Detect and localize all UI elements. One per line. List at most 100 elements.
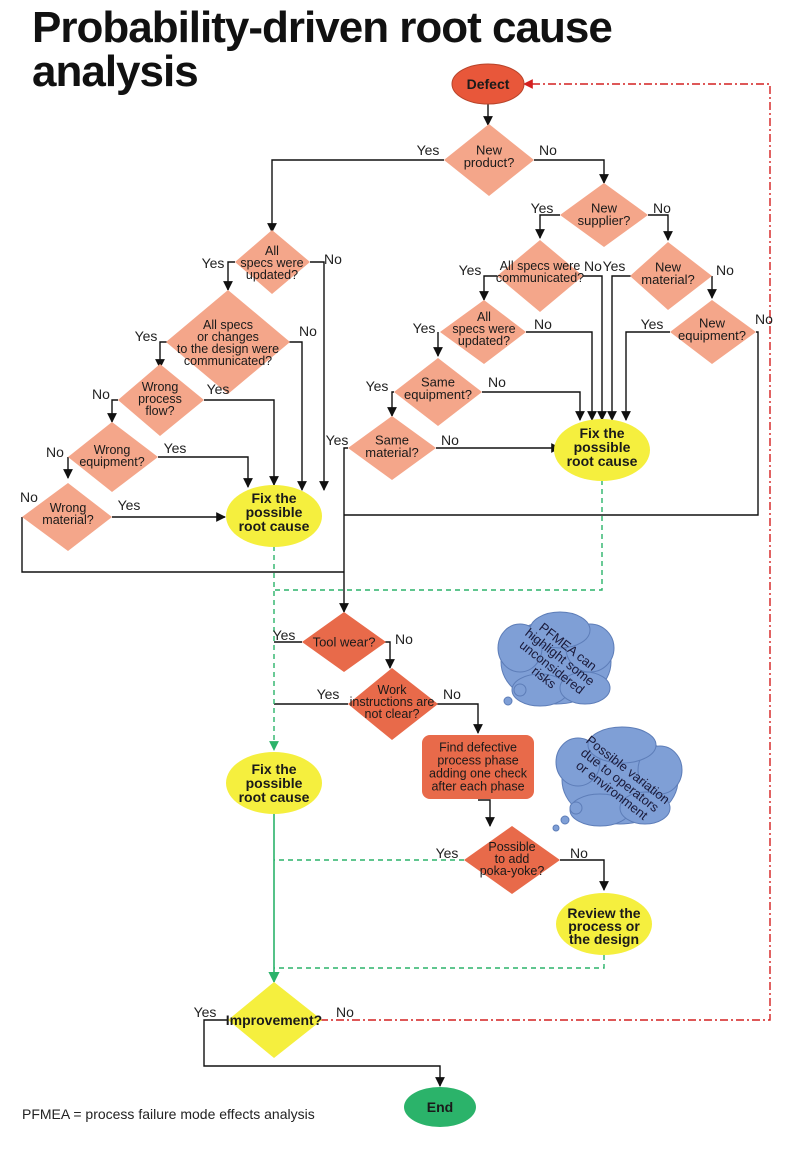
edge-label-yes: Yes (164, 440, 187, 456)
node-wrong-material-line: Wrong (50, 501, 87, 515)
node-fix-right-line: root cause (567, 453, 638, 469)
edge-label-no: No (488, 374, 506, 390)
node-same-material-line: Same (375, 432, 409, 447)
edge-comm-no (583, 275, 607, 421)
edge-specsleft-no (310, 261, 329, 491)
edge-label-yes: Yes (202, 255, 225, 271)
edge-label-yes: Yes (603, 258, 626, 274)
fix-right (554, 419, 650, 481)
edge-wmat-no (21, 517, 344, 573)
node-find-defective-line: after each phase (431, 780, 524, 794)
end-terminal (404, 1087, 476, 1127)
node-all-specs-updated-right-line: specs were (452, 322, 515, 336)
edge-label-yes: Yes (135, 328, 158, 344)
edge-label-yes: Yes (641, 316, 664, 332)
edge-newproduct-no (534, 159, 609, 184)
connectors (21, 104, 759, 1087)
decision-new-product (444, 124, 534, 196)
edge-specschg-yes (155, 341, 170, 369)
node-review-process-line: Review the (567, 905, 640, 921)
edge-updr-no (526, 331, 597, 421)
node-work-instructions-line: not clear? (365, 707, 420, 721)
edge-label-yes: Yes (118, 497, 141, 513)
node-fix-left-line: root cause (239, 518, 310, 534)
edge-label-no: No (395, 631, 413, 647)
node-specs-changes-communicated-line: to the design were (177, 342, 279, 356)
decision-new-material (630, 242, 712, 310)
node-fix-right-line: possible (574, 439, 631, 455)
edge-label-no: No (299, 323, 317, 339)
edge-fixright-down (274, 480, 603, 591)
decision-wrong-material (22, 483, 112, 551)
node-poka-yoke-line: Possible (488, 840, 535, 854)
edge-label-yes: Yes (531, 200, 554, 216)
node-all-specs-updated-right-line: All (477, 310, 491, 324)
page-title: Probability-driven root cause analysis (32, 3, 613, 96)
node-wrong-process-flow-line: flow? (145, 404, 174, 418)
node-find-defective-line: process phase (437, 754, 518, 768)
decision-improvement (228, 982, 322, 1058)
edge-label-no: No (539, 142, 557, 158)
edge-samemat-yes (339, 447, 349, 613)
edge-label-yes: Yes (273, 627, 296, 643)
edge-label-no: No (20, 489, 38, 505)
node-end-label: End (427, 1099, 453, 1115)
node-same-material-line: material? (365, 445, 418, 460)
node-tool-wear-line: Tool wear? (313, 635, 376, 650)
node-improvement-label: Improvement? (226, 1012, 322, 1028)
decision-specs-updated-left (235, 230, 310, 294)
node-fix-middle-line: root cause (239, 789, 310, 805)
edge-supplier-no (648, 214, 673, 241)
node-new-equipment-line: New (699, 315, 726, 330)
edge-label-no: No (716, 262, 734, 278)
edge-label-yes: Yes (417, 142, 440, 158)
node-fix-middle-line: Fix the (251, 761, 296, 777)
node-wrong-process-flow-line: Wrong (142, 380, 179, 394)
node-find-defective-line: adding one check (429, 767, 528, 781)
edge-toolwear-no (384, 641, 395, 669)
edge-improve-no-loop (320, 79, 771, 1021)
edge-improve-yes (203, 1019, 445, 1087)
edge-wpf-no (107, 399, 118, 423)
node-new-product-line: New (476, 142, 503, 157)
decision-same-equipment (394, 358, 482, 426)
dashed-connectors (269, 480, 605, 969)
node-fix-left-line: possible (246, 504, 303, 520)
node-new-supplier-line: New (591, 200, 618, 215)
edge-label-no: No (653, 200, 671, 216)
edge-label-no: No (570, 845, 588, 861)
edge-label-yes: Yes (207, 381, 230, 397)
edge-label-no: No (336, 1004, 354, 1020)
node-same-equipment-line: equipment? (404, 387, 472, 402)
node-poka-yoke-line: poka-yoke? (480, 864, 545, 878)
edge-sameq-yes (387, 391, 397, 417)
node-work-instructions-line: instructions are (350, 695, 435, 709)
edge-sameq-no (482, 391, 585, 421)
node-fix-right-line: Fix the (579, 425, 624, 441)
cloud-pfmea (497, 611, 615, 707)
node-new-product-line: product? (464, 155, 515, 170)
node-wrong-process-flow-line: process (138, 392, 182, 406)
review-process (556, 893, 652, 955)
node-all-specs-updated-left-line: All (265, 244, 279, 258)
edge-wpf-yes (204, 399, 279, 486)
node-tool-wear-label: Tool wear? (313, 635, 376, 650)
node-all-specs-updated-left-line: updated? (246, 268, 298, 282)
edge-weq-yes (158, 456, 253, 488)
decision-same-material (348, 416, 436, 480)
shapes (22, 63, 756, 1127)
node-new-supplier-line: supplier? (578, 213, 631, 228)
edge-newproduct-yes (267, 159, 444, 233)
start-defect (451, 63, 525, 105)
